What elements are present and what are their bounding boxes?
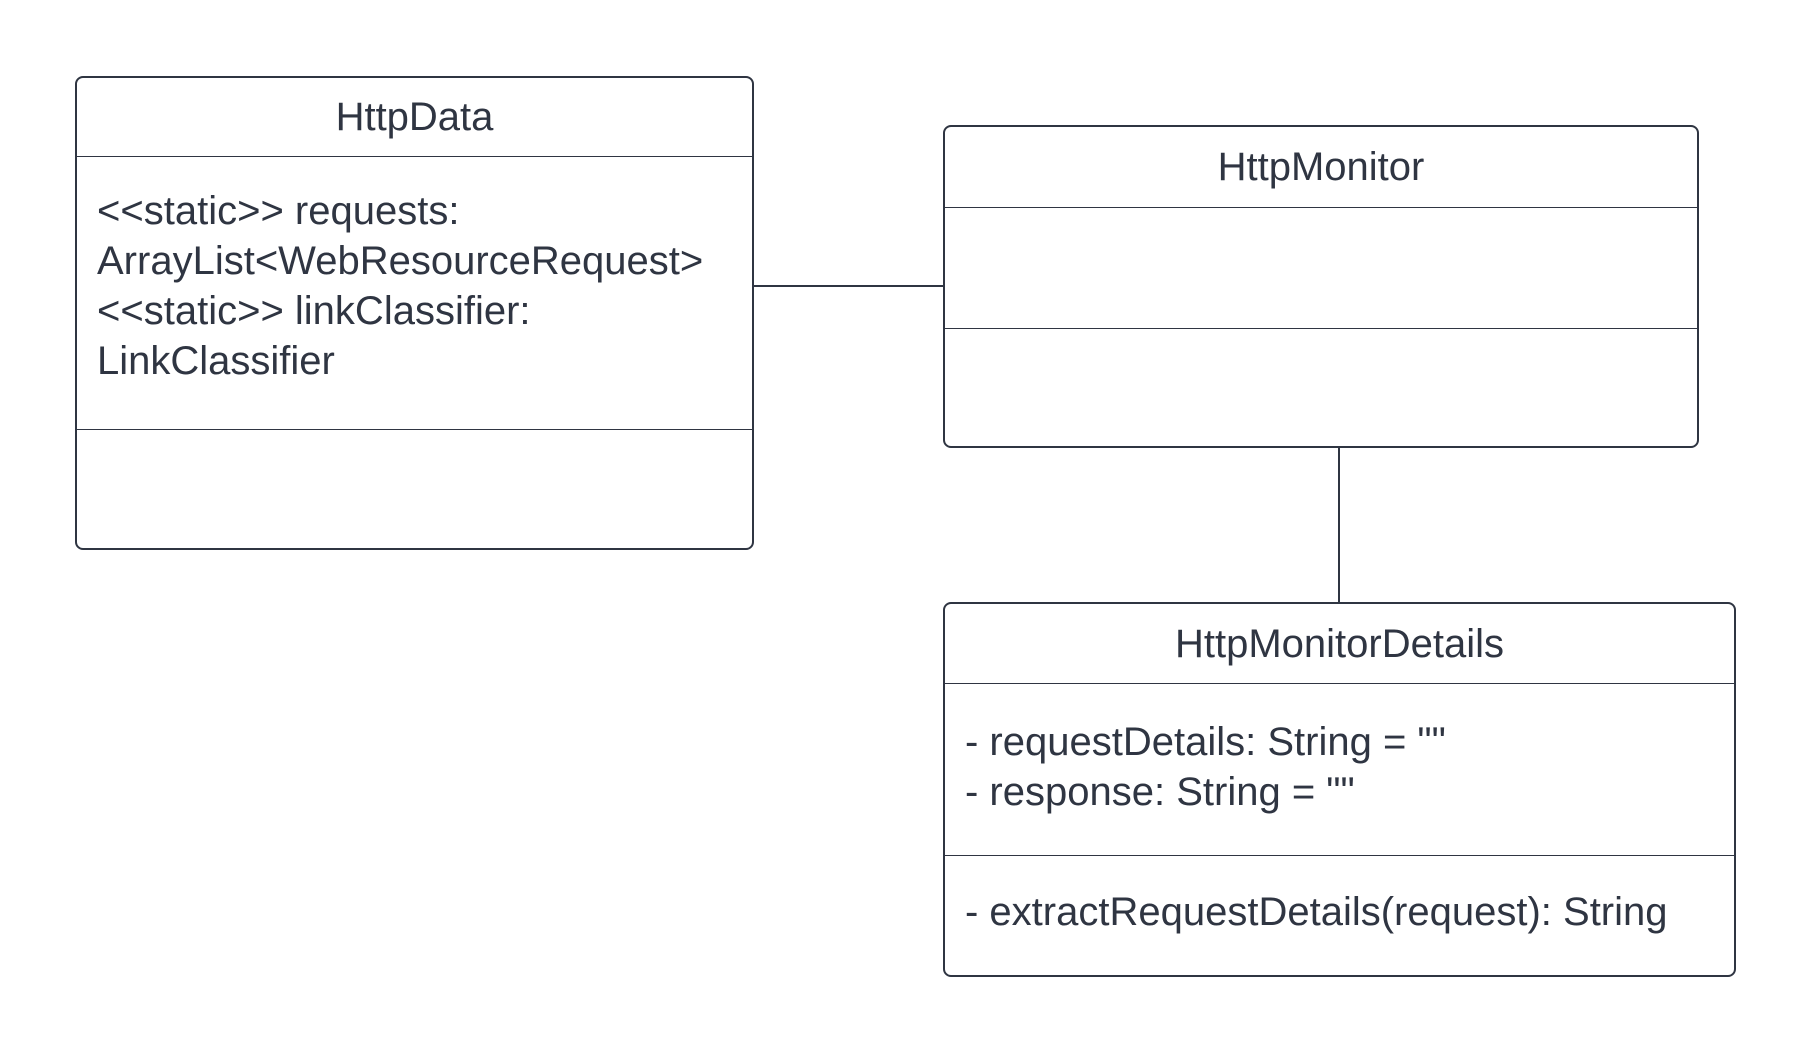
attribute-line: ArrayList<WebResourceRequest> (97, 239, 704, 283)
attribute-line: <<static>> linkClassifier: (97, 289, 531, 333)
attributes-compartment (945, 207, 1697, 328)
attribute-line: LinkClassifier (97, 339, 335, 383)
operations-compartment: - extractRequestDetails(request): String (945, 855, 1734, 975)
class-name: HttpMonitor (1217, 145, 1425, 189)
operations-compartment (945, 328, 1697, 446)
class-httpmonitordetails[interactable]: HttpMonitorDetails - requestDetails: Str… (943, 602, 1736, 977)
attributes-compartment: <<static>> requests: ArrayList<WebResour… (77, 156, 752, 429)
attributes-compartment: - requestDetails: String = "" - response… (945, 683, 1734, 855)
operation-line: - extractRequestDetails(request): String (965, 890, 1668, 934)
operations-compartment (77, 429, 752, 548)
attribute-line: - response: String = "" (965, 770, 1355, 814)
attribute-line: <<static>> requests: (97, 189, 460, 233)
class-httpdata[interactable]: HttpData <<static>> requests: ArrayList<… (75, 76, 754, 550)
class-httpmonitor[interactable]: HttpMonitor (943, 125, 1699, 448)
class-name: HttpData (335, 95, 494, 139)
attribute-line: - requestDetails: String = "" (965, 720, 1446, 764)
class-name: HttpMonitorDetails (1174, 621, 1504, 666)
